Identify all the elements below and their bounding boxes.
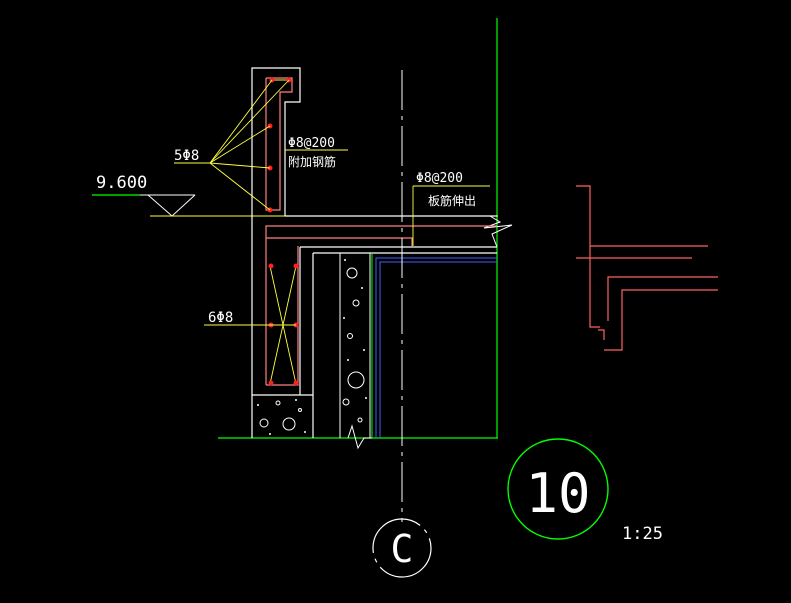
elevation-label: 9.600: [96, 173, 147, 193]
axis-label: C: [391, 527, 414, 571]
scale-label: 1:25: [622, 524, 663, 544]
axis-bubble-icon: [372, 518, 432, 578]
concrete-hatch-wall: [259, 253, 371, 438]
stirrup-spec-1-note: 附加钢筋: [288, 154, 336, 169]
rebar-dot: [293, 380, 299, 386]
stirrup-spec-2: Φ8@200: [416, 171, 463, 186]
leader-lines: [174, 79, 490, 326]
rebar-dot: [268, 380, 274, 386]
detail-bubble-icon: [507, 438, 609, 540]
detail-number: 10: [525, 462, 590, 525]
slab-break-line: [483, 215, 513, 248]
parapet-outline: [251, 67, 314, 438]
stirrup-spec-2-note: 板筋伸出: [428, 193, 476, 208]
blue-lines: [375, 257, 497, 438]
reference-sketch: [576, 185, 718, 351]
rebar-dots: [267, 77, 299, 386]
stirrup-spec-1: Φ8@200: [288, 136, 335, 151]
rebar-dot: [268, 263, 274, 269]
rebar-frame: [265, 77, 497, 386]
slab-outline: [285, 215, 497, 395]
top-bars-label: 5Φ8: [174, 148, 199, 164]
rebar-dot: [293, 263, 299, 269]
wall-break-line: [347, 424, 372, 450]
rebar-crossings: [269, 79, 297, 385]
concrete-speckles: [257, 259, 367, 435]
bottom-bars-label: 6Φ8: [208, 310, 233, 326]
ground-lines: [92, 18, 498, 439]
